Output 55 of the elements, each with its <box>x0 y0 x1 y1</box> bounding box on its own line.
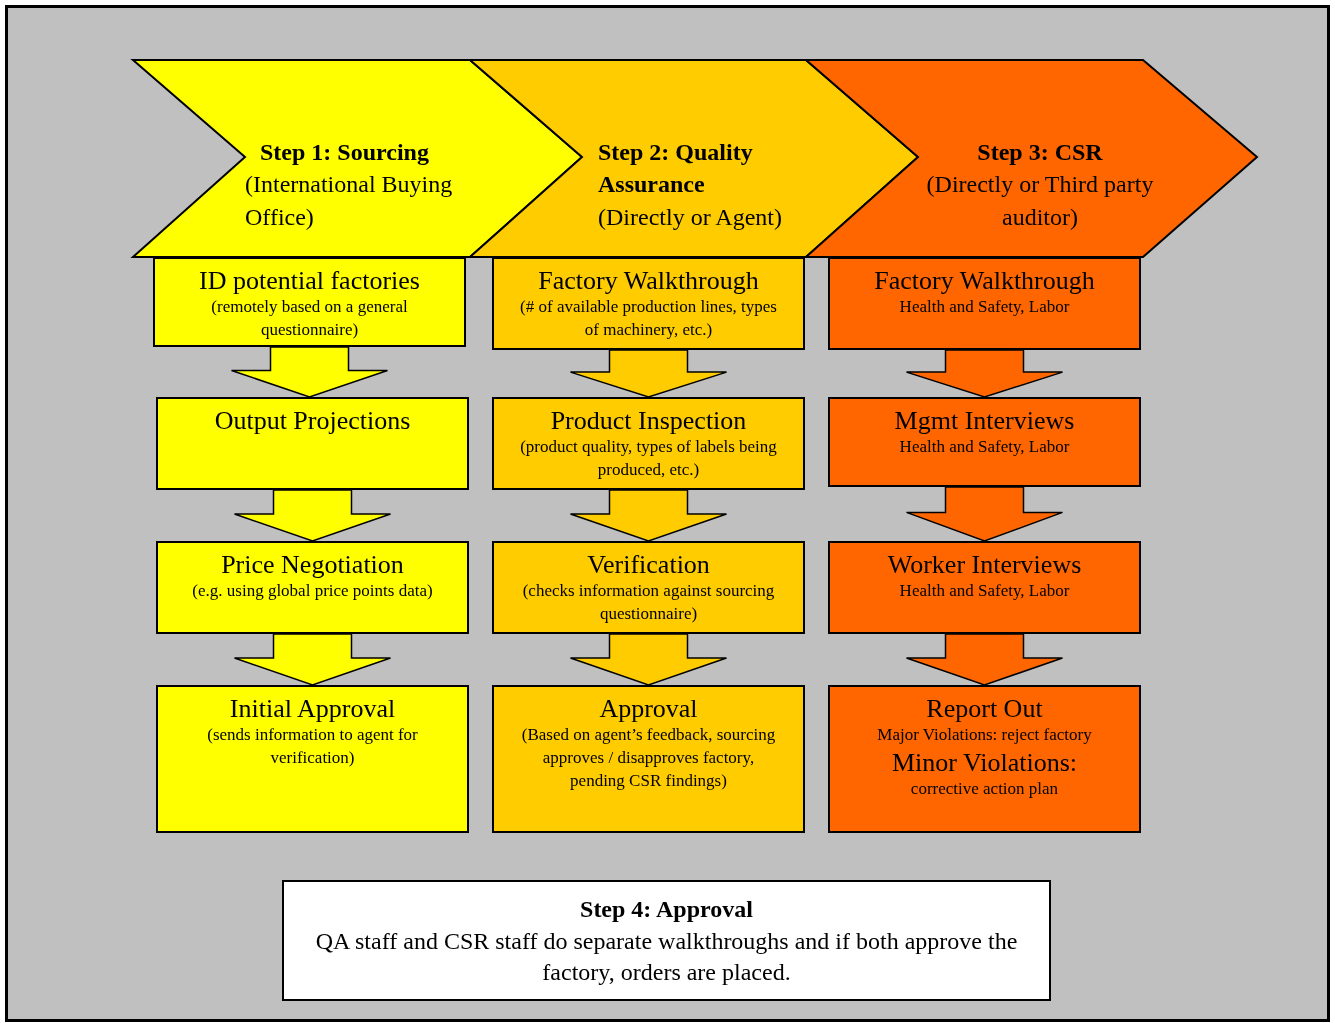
process-box <box>828 541 1141 634</box>
step-description: (Directly or Agent) <box>598 202 783 232</box>
box-title: ID potential factories <box>198 265 421 297</box>
box-note: (product quality, types of labels being produced, etc.) <box>519 436 778 482</box>
box-title: Verification <box>586 549 711 581</box>
box-note: (e.g. using global price points data) <box>191 580 434 603</box>
block-arrow <box>233 633 392 686</box>
step-heading: Step 1: Sourcing <box>259 138 430 167</box>
box-note: Health and Safety, Labor <box>898 580 1071 603</box>
process-box <box>492 541 805 634</box>
process-box <box>828 685 1141 833</box>
box-title: Price Negotiation <box>220 549 405 581</box>
step-description: (International Buying Office) <box>245 170 454 232</box>
box-title: Worker Interviews <box>886 549 1083 581</box>
box-note: (checks information against sourcing questionnaire) <box>521 580 776 626</box>
block-arrow <box>569 633 728 686</box>
box-note: (sends information to agent for verification) <box>206 724 419 770</box>
box-title: Output Projections <box>213 405 412 437</box>
box-title: Approval <box>598 693 699 725</box>
box-note: Health and Safety, Labor <box>898 296 1071 319</box>
process-box <box>492 685 805 833</box>
process-box <box>153 257 466 347</box>
box-title: Factory Walkthrough <box>873 265 1096 297</box>
summary-box <box>282 880 1051 1001</box>
process-box <box>492 397 805 490</box>
step-description: (Directly or Third party auditor) <box>925 170 1155 232</box>
box-title: Product Inspection <box>549 405 748 437</box>
block-arrow <box>233 489 392 542</box>
box-note: corrective action plan <box>909 778 1060 801</box>
step-description: QA staff and CSR staff do separate walkthroughs and if both approve the factory, orders are placed. <box>314 926 1019 988</box>
block-arrow <box>569 349 728 398</box>
block-arrow <box>569 489 728 542</box>
process-box <box>156 685 469 833</box>
process-box <box>492 257 805 350</box>
block-arrow <box>905 633 1064 686</box>
step-heading: Step 4: Approval <box>579 895 754 924</box>
block-arrow <box>905 349 1064 398</box>
box-title: Minor Violations: <box>891 747 1078 779</box>
block-arrow <box>230 346 389 398</box>
box-title: Factory Walkthrough <box>537 265 760 297</box>
box-note: (remotely based on a general questionnaire) <box>210 296 409 342</box>
block-arrow <box>905 486 1064 542</box>
step-heading: Step 2: Quality Assurance <box>598 138 754 200</box>
step-heading: Step 3: CSR <box>976 138 1104 167</box>
box-title: Report Out <box>925 693 1044 725</box>
box-title: Mgmt Interviews <box>893 405 1076 437</box>
process-box <box>828 257 1141 350</box>
box-note: (# of available production lines, types of machinery, etc.) <box>519 296 778 342</box>
box-note: Major Violations: reject factory <box>876 724 1093 747</box>
box-title: Initial Approval <box>228 693 397 725</box>
process-box <box>156 541 469 634</box>
box-note: Health and Safety, Labor <box>898 436 1071 459</box>
box-note: (Based on agent’s feedback, sourcing approves / disapproves factory, pending CSR findings) <box>520 724 777 793</box>
process-box <box>156 397 469 490</box>
process-box <box>828 397 1141 487</box>
